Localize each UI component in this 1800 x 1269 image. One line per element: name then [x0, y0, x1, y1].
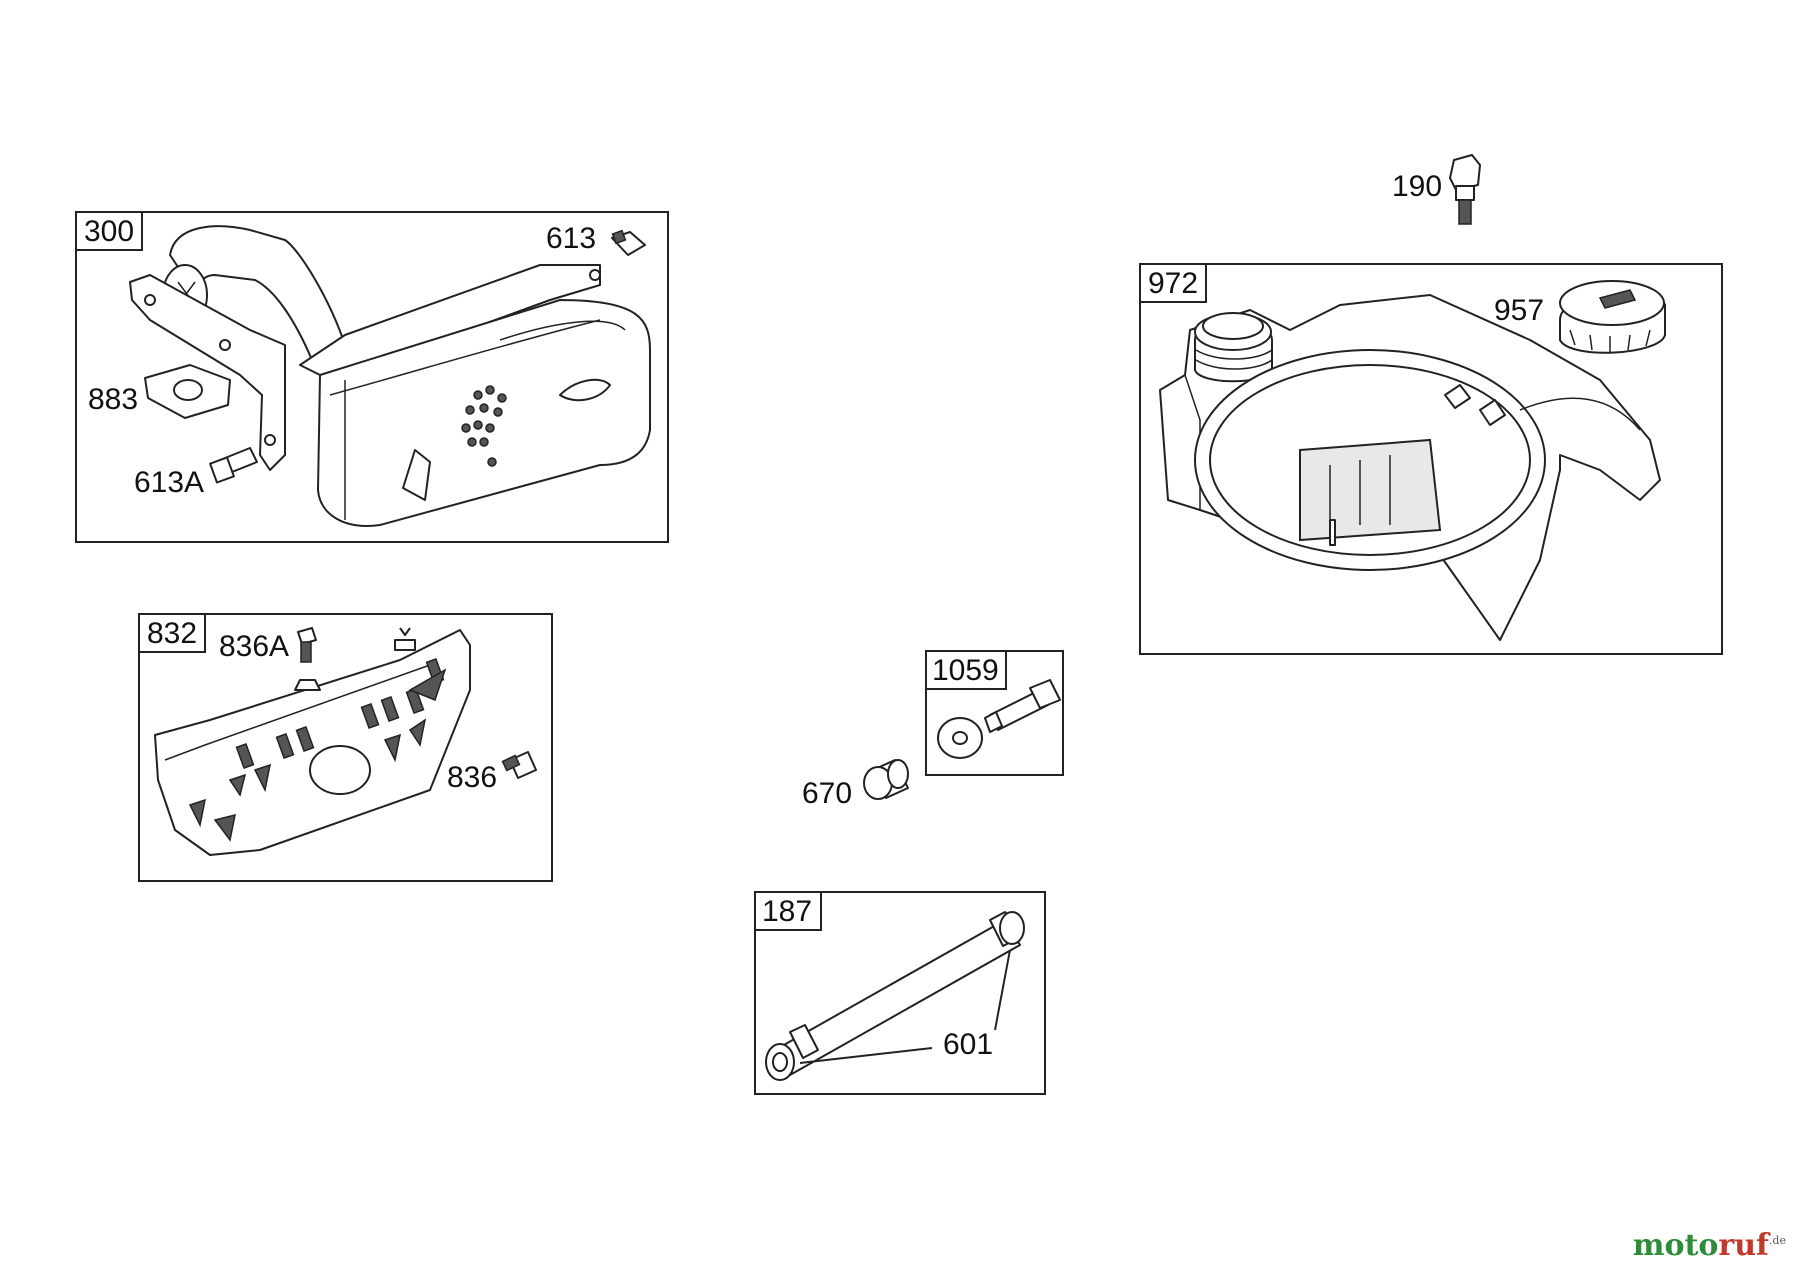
guard-box-tag — [138, 613, 206, 653]
fuel-hose-icon — [765, 911, 1025, 1081]
logo-part1: moto — [1632, 1228, 1719, 1263]
logo-part2: ruf — [1718, 1228, 1769, 1263]
label-613A: 613A — [134, 466, 204, 499]
fuel-cap-957-icon — [1559, 280, 1666, 354]
label-836: 836 — [447, 761, 497, 794]
bolt-613-icon — [611, 229, 646, 256]
bolt-kit-box-label: 1059 — [932, 654, 999, 687]
logo-suffix: .de — [1768, 1234, 1786, 1247]
bolt-kit-box-tag — [925, 650, 1007, 690]
gasket-883-icon — [144, 364, 231, 419]
label-883: 883 — [88, 383, 138, 416]
muffler-drawing — [129, 225, 651, 527]
bolt-kit-group: 1059 — [925, 650, 1064, 776]
label-670: 670 — [802, 777, 852, 810]
screw-836-icon — [501, 751, 537, 779]
tank-box-label: 972 — [1148, 267, 1198, 300]
muffler-box-label: 300 — [84, 215, 134, 248]
screw-190-group: 190 — [1392, 154, 1481, 225]
shoulder-bolt-icon — [984, 679, 1061, 733]
fuel-line-group: 187 601 — [754, 891, 1046, 1095]
watermark-logo: motoruf.de — [1633, 1228, 1786, 1263]
tank-group: 972 957 — [1139, 263, 1723, 655]
guard-box-label: 832 — [147, 617, 197, 650]
muffler-box — [75, 211, 669, 543]
guard-drawing — [154, 627, 471, 856]
label-613: 613 — [546, 222, 596, 255]
leader-601-a — [799, 1047, 933, 1064]
bolt-613a-icon — [209, 447, 258, 484]
label-601: 601 — [943, 1028, 993, 1061]
fuel-tank-drawing — [1159, 294, 1661, 641]
tank-box-tag — [1139, 263, 1207, 303]
leader-601-b — [994, 949, 1011, 1031]
screw-836a-icon — [297, 627, 317, 663]
screw-190-icon — [1449, 154, 1481, 225]
fuel-line-box — [754, 891, 1046, 1095]
washer-icon — [937, 717, 983, 759]
label-190: 190 — [1392, 170, 1442, 203]
guard-box — [138, 613, 553, 882]
fuel-line-box-label: 187 — [762, 895, 812, 928]
spacer-group: 670 — [802, 759, 909, 810]
label-836A: 836A — [219, 630, 289, 663]
label-957: 957 — [1494, 294, 1544, 327]
guard-group: 832 — [138, 613, 553, 882]
muffler-box-tag — [75, 211, 143, 251]
spacer-icon — [863, 759, 909, 800]
muffler-group: 300 — [75, 211, 669, 543]
fuel-line-box-tag — [754, 891, 822, 931]
tank-box — [1139, 263, 1723, 655]
